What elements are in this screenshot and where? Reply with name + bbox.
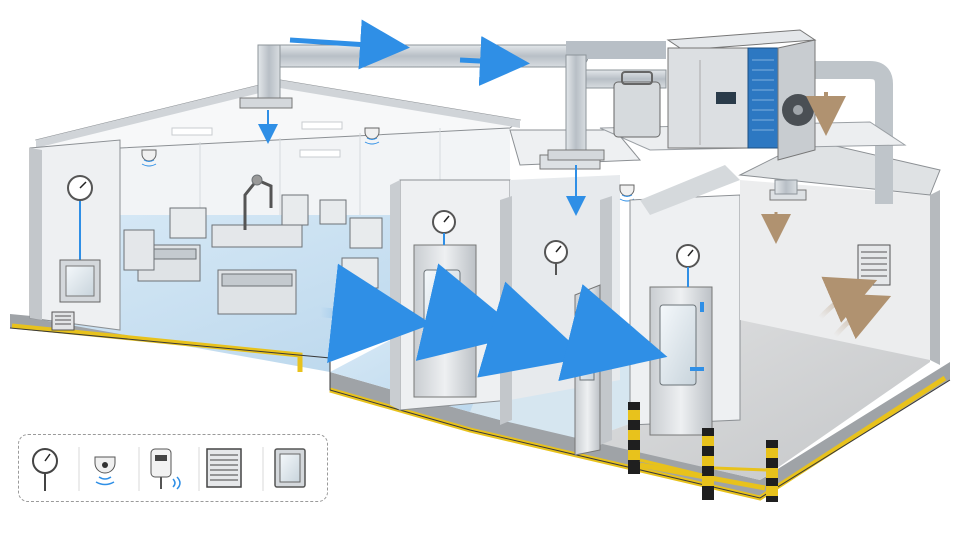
- ceiling-sensor-icon: [364, 127, 380, 145]
- production-equipment: [123, 174, 383, 315]
- wall-sensor-icon: [150, 448, 181, 490]
- pressure-gauge-icon: [67, 175, 93, 262]
- supply-airflow-arrows: [258, 19, 586, 216]
- ceiling-sensor-icon: [141, 149, 157, 167]
- vent-grille-icon: [206, 448, 242, 488]
- gowning-room-door[interactable]: [649, 286, 713, 436]
- cleanroom-door[interactable]: [413, 244, 477, 398]
- vent-grille-icon: [51, 311, 75, 331]
- vent-grille-icon: [857, 244, 891, 286]
- pressure-gauge-icon: [32, 448, 58, 491]
- pressure-cascade-arrows: [319, 263, 668, 382]
- ceiling-light: [171, 127, 213, 136]
- airlock-door[interactable]: [574, 284, 601, 456]
- ceiling-sensor-icon: [94, 456, 116, 486]
- icon-legend: [18, 434, 328, 502]
- ceiling-sensor-icon: [619, 184, 635, 202]
- pass-through-window-icon: [274, 448, 306, 488]
- exhaust-airflow-arrows: [761, 92, 892, 340]
- ceiling-light: [301, 121, 343, 130]
- pass-through-window-icon: [59, 259, 101, 303]
- pressure-gauge-icon: [676, 244, 700, 287]
- fan-unit: [613, 71, 661, 138]
- ceiling-light: [299, 149, 341, 158]
- safety-bollards: [628, 402, 778, 502]
- pressure-gauge-icon: [432, 210, 456, 245]
- air-handling-unit-icon: [666, 29, 817, 161]
- pressure-gauge-icon: [544, 240, 568, 275]
